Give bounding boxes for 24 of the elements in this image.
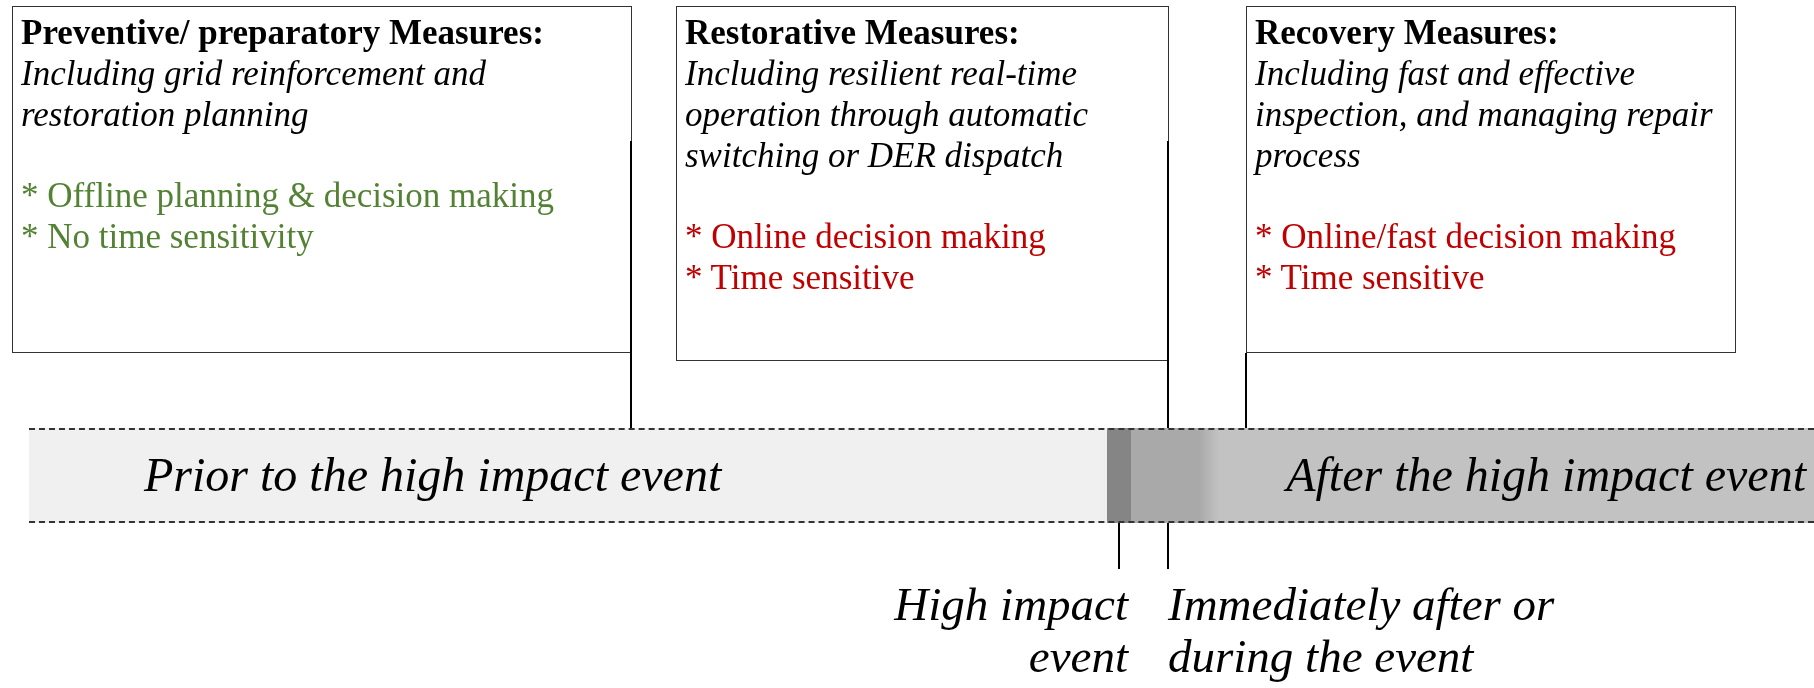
event-label: Immediately after or during the event bbox=[1168, 578, 1608, 682]
box-description: Including resilient real-time operation through automatic switching or DER dispatch bbox=[685, 53, 1090, 176]
connector-line bbox=[1167, 140, 1169, 429]
timeline-band bbox=[29, 428, 1814, 523]
box-heading: Recovery Measures: bbox=[1255, 13, 1560, 53]
bullet-point: * Time sensitive bbox=[685, 257, 916, 298]
timeline-label: Prior to the high impact event bbox=[144, 448, 722, 502]
bullet-point: * Online decision making bbox=[685, 216, 1047, 257]
box-description: Including fast and effective inspection, and managing repair process bbox=[1255, 53, 1714, 176]
connector-line bbox=[1167, 522, 1169, 570]
bullet-point: * Online/fast decision making bbox=[1255, 216, 1677, 257]
bullet-point: * Time sensitive bbox=[1255, 257, 1486, 298]
box-heading: Preventive/ preparatory Measures: bbox=[21, 13, 545, 53]
connector-line bbox=[1118, 522, 1120, 570]
bullet-point: * Offline planning & decision making bbox=[21, 175, 555, 216]
bullet-point: * No time sensitivity bbox=[21, 216, 315, 257]
box-description: Including grid reinforcement and restoration planning bbox=[21, 53, 487, 135]
measure-box bbox=[1246, 6, 1736, 353]
box-heading: Restorative Measures: bbox=[685, 13, 1021, 53]
connector-line bbox=[630, 140, 632, 429]
event-label: High impact event bbox=[840, 578, 1128, 682]
connector-line bbox=[1245, 352, 1247, 429]
measure-box bbox=[676, 6, 1169, 361]
measure-box bbox=[12, 6, 632, 353]
